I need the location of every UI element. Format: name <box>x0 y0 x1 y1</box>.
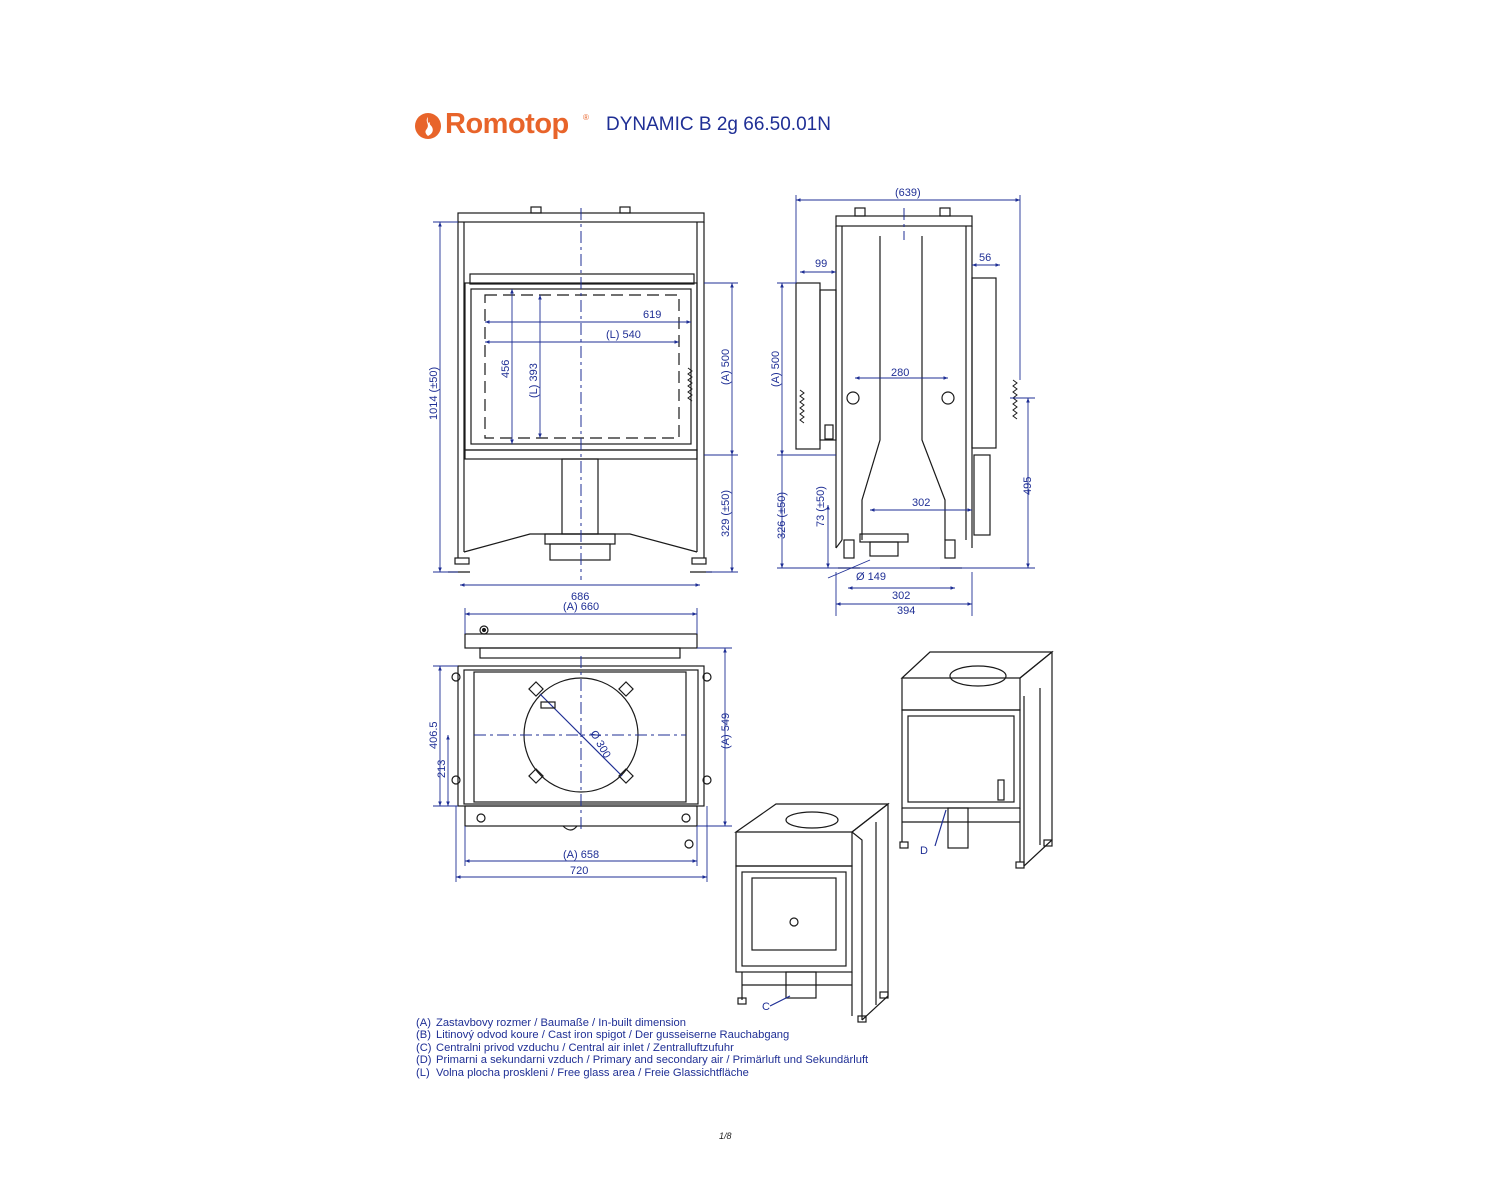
dim-side-offset-left: 99 <box>815 258 827 270</box>
dim-top-width-total: 720 <box>570 865 588 877</box>
dim-door-width: 619 <box>643 309 661 321</box>
registered-mark: ® <box>583 113 589 122</box>
legend-item-d: (D)Primarni a sekundarni vzduch / Primar… <box>416 1054 869 1067</box>
label-air-inlet: C <box>762 1001 770 1013</box>
dim-top-width-bottom-inbuilt: (A) 658 <box>563 849 599 861</box>
model-title: DYNAMIC B 2g 66.50.01N <box>606 114 831 135</box>
front-dimension-labels: 1014 (±50) 686 619 (L) 540 456 (L) 393 (… <box>428 309 732 603</box>
dim-side-inlet-diameter: Ø 149 <box>856 571 886 583</box>
dim-side-bottom-depth: 394 <box>897 605 915 617</box>
dim-top-depth-center: 213 <box>436 760 448 778</box>
dim-front-base-height: 329 (±50) <box>720 490 732 537</box>
dim-glass-height: (L) 393 <box>528 363 540 398</box>
side-dimension-labels: (639) 99 56 (A) 500 280 495 326 (±50) 73… <box>770 187 1034 617</box>
brand-name: Romotop <box>445 108 569 140</box>
dim-side-bottom-width: 302 <box>892 590 910 602</box>
dim-top-depth-offset: 406.5 <box>428 721 440 749</box>
legend-item-l: (L)Volna plocha proskleni / Free glass a… <box>416 1066 749 1079</box>
dim-top-width-inbuilt: (A) 660 <box>563 601 599 613</box>
side-dimensions <box>777 195 1035 616</box>
dim-side-base-height: 326 (±50) <box>776 492 788 539</box>
label-primary-air: D <box>920 845 928 857</box>
dim-side-inlet-width: 302 <box>912 497 930 509</box>
dim-glass-width: (L) 540 <box>606 329 641 341</box>
legend-item-b: (B)Litinový odvod koure / Cast iron spig… <box>416 1029 790 1042</box>
dim-front-width-total: 686 <box>571 591 589 603</box>
top-dimensions <box>433 608 732 882</box>
isometric-view-front <box>734 802 890 1023</box>
dim-front-height-total: 1014 (±50) <box>428 367 440 420</box>
page-number: 1/8 <box>719 1131 732 1141</box>
side-view <box>795 207 1018 569</box>
front-view <box>448 206 712 573</box>
legend-item-a: (A)Zastavbovy rozmer / Baumaße / In-buil… <box>416 1017 686 1029</box>
dim-side-spacing: 280 <box>891 367 909 379</box>
dim-door-height: 456 <box>500 360 512 378</box>
legend: (A)Zastavbovy rozmer / Baumaße / In-buil… <box>416 1017 868 1079</box>
dim-side-height-right: 495 <box>1022 477 1034 495</box>
flame-icon <box>415 113 441 139</box>
front-dimensions <box>433 221 738 587</box>
dim-front-inbuilt-height: (A) 500 <box>720 349 732 385</box>
dim-side-inbuilt-height: (A) 500 <box>770 351 782 387</box>
dim-side-depth-total: (639) <box>895 187 921 199</box>
legend-item-c: (C)Centralni privod vzduchu / Central ai… <box>416 1041 734 1054</box>
dim-top-depth-inbuilt: (A) 549 <box>720 713 732 749</box>
dim-side-inlet-height: 73 (±50) <box>815 486 827 527</box>
isometric-view-rear <box>899 650 1054 869</box>
top-dimension-labels: (A) 660 (A) 549 406.5 213 Ø 300 (A) 658 … <box>428 601 732 877</box>
dim-side-offset-right: 56 <box>979 252 991 264</box>
